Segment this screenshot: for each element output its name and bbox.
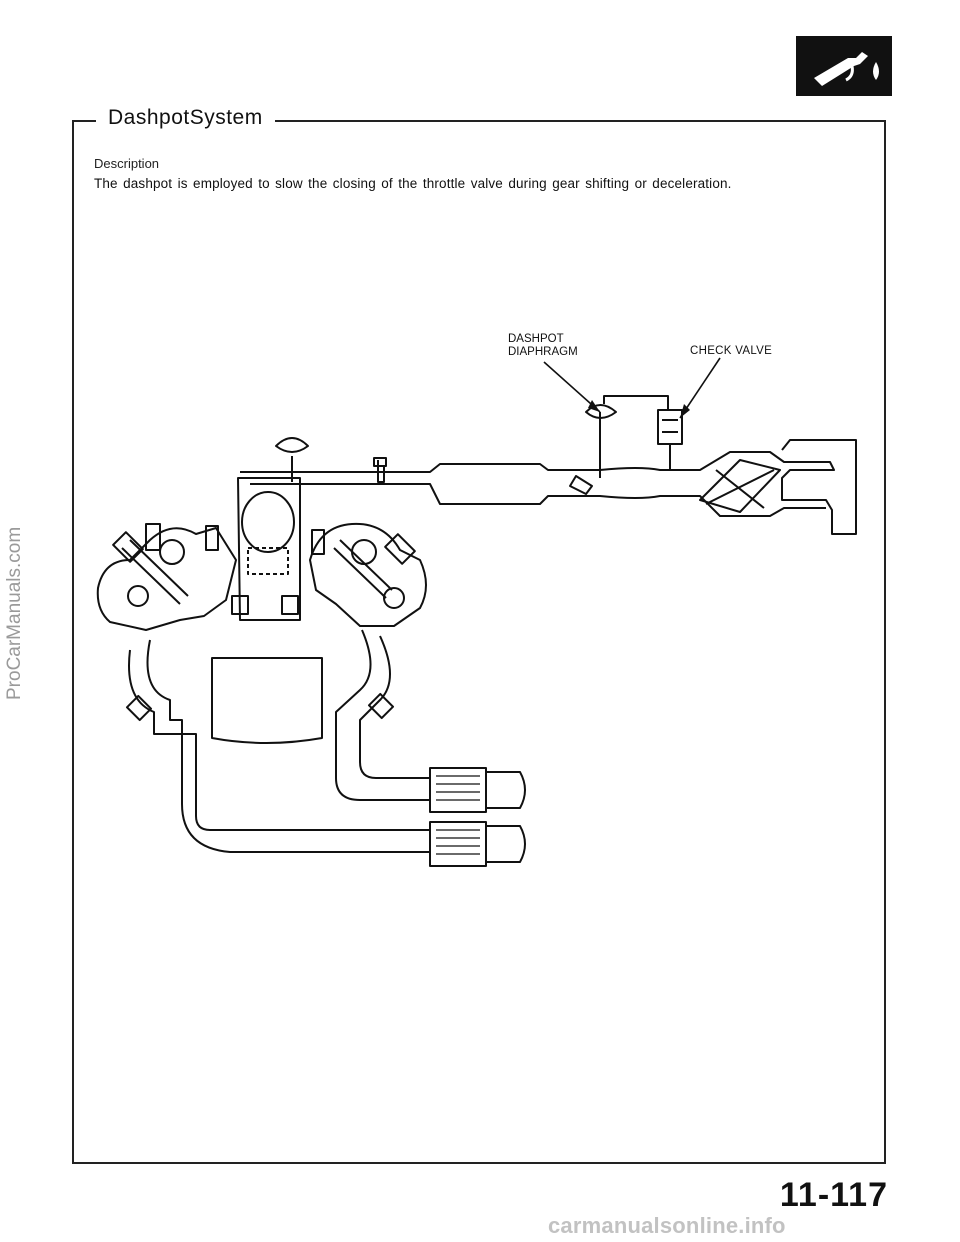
dashpot-label-line1: DASHPOT — [508, 333, 564, 345]
dashpot-diaphragm-label: DASHPOT DIAPHRAGM — [508, 333, 578, 359]
section-frame — [72, 120, 886, 1164]
page-number: 11-117 — [779, 1176, 888, 1214]
dashpot-label-line2: DIAPHRAGM — [508, 346, 578, 358]
side-watermark: ProCarManuals.com — [4, 526, 25, 700]
fuel-nozzle-icon — [796, 36, 892, 96]
bottom-watermark: carmanualsonline.info — [548, 1213, 786, 1238]
description-heading: Description — [94, 156, 160, 171]
check-valve-label: CHECK VALVE — [690, 345, 773, 357]
section-title: DashpotSystem — [96, 106, 275, 130]
description-text: The dashpot is employed to slow the clos… — [94, 176, 732, 191]
